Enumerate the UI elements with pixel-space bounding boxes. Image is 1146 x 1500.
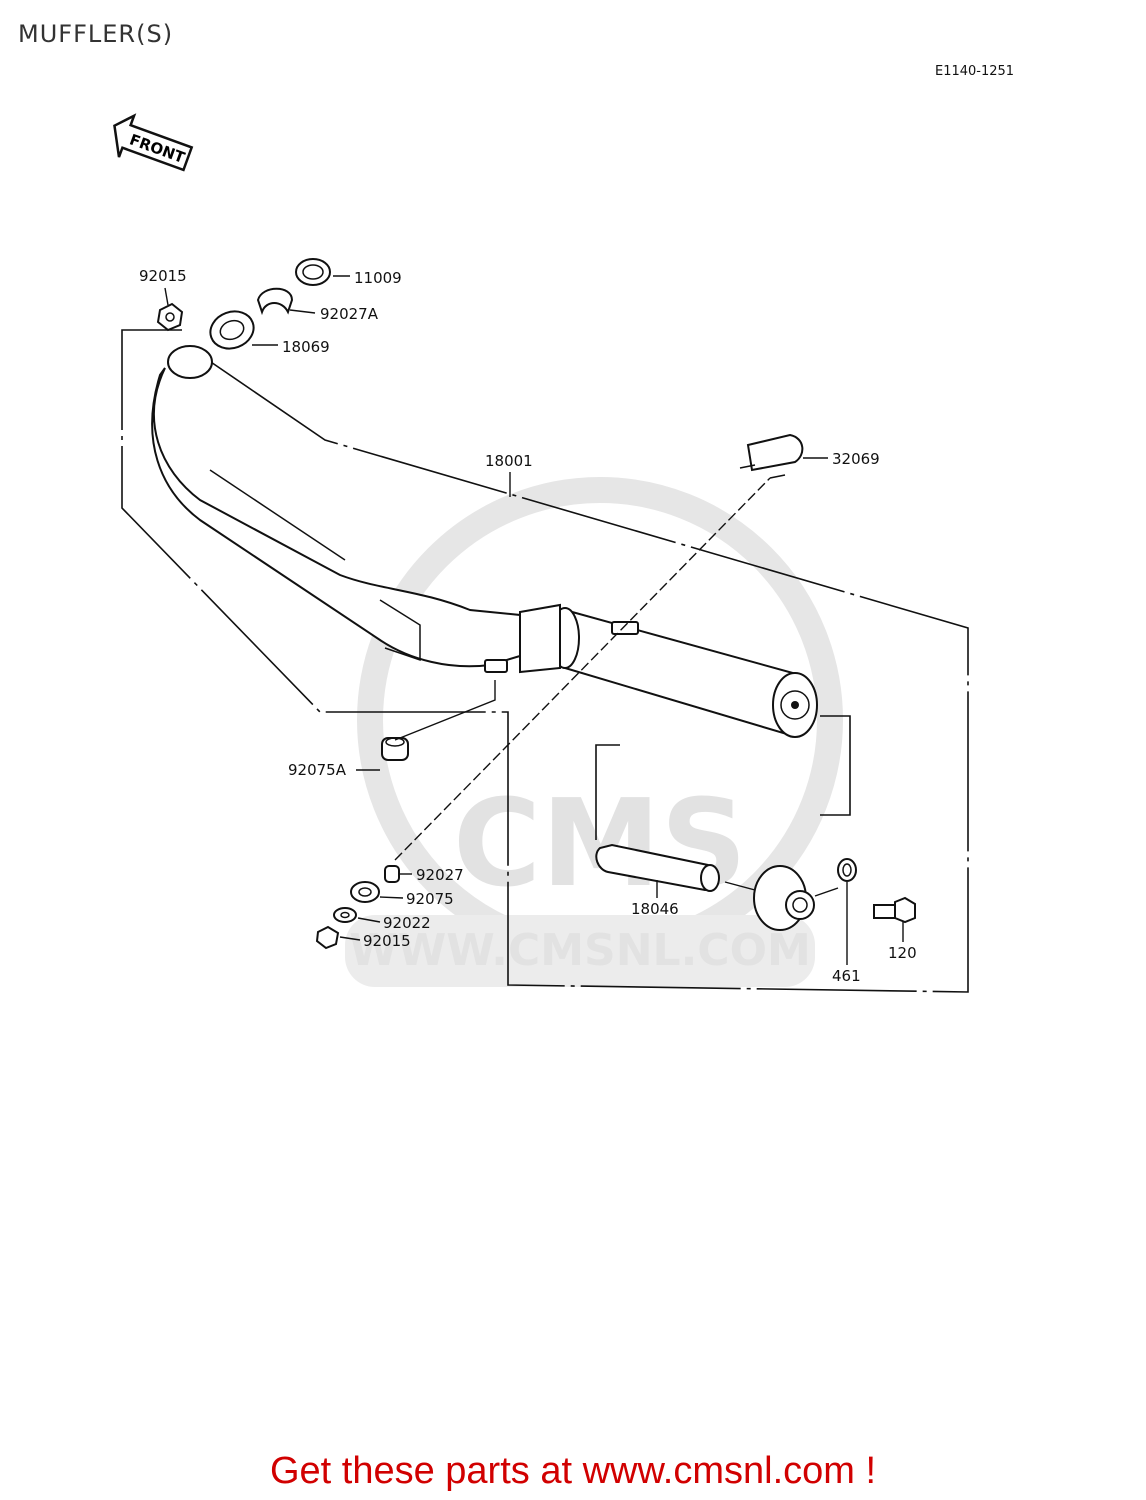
- assembly-frame: [121, 329, 969, 993]
- part-18069-flange-icon: [209, 310, 255, 350]
- part-92027A-collar-icon: [256, 287, 294, 316]
- parts-diagram: CMS WWW.CMSNL.COM FRONT: [113, 113, 969, 993]
- diagram-code: E1140-1251: [935, 64, 1015, 79]
- page-title: MUFFLER(S): [18, 20, 174, 48]
- label-18069: 18069: [282, 338, 330, 356]
- label-120: 120: [888, 944, 917, 962]
- label-461: 461: [832, 967, 861, 985]
- label-92015-top: 92015: [139, 267, 187, 285]
- part-92022-washer-icon: [333, 907, 357, 923]
- watermark-url-text: WWW.CMSNL.COM: [349, 925, 811, 976]
- part-92015-nut-bottom-icon: [315, 925, 340, 950]
- part-120-bolt-icon: [873, 896, 916, 924]
- part-32069-bracket-icon: [739, 433, 804, 479]
- part-92027-collar-icon: [384, 865, 400, 883]
- watermark: CMS WWW.CMSNL.COM: [345, 477, 843, 987]
- part-461-gasket-icon: [837, 858, 857, 882]
- part-92075A-rubber-icon: [381, 737, 409, 761]
- part-11009-gasket-icon: [295, 258, 331, 286]
- label-92075: 92075: [406, 890, 454, 908]
- part-92075-rubber-icon: [350, 881, 380, 903]
- label-18046: 18046: [631, 900, 679, 918]
- part-18046-baffle-icon: [595, 843, 720, 892]
- label-92022: 92022: [383, 914, 431, 932]
- part-labels: 92015 11009 92027A 18069 18001 32069 920…: [139, 267, 917, 985]
- front-arrow-icon: FRONT: [113, 113, 194, 172]
- label-92015-bottom: 92015: [363, 932, 411, 950]
- exhaust-pipe-18001: [151, 345, 818, 738]
- label-92027: 92027: [416, 866, 464, 884]
- footer-parts-link[interactable]: Get these parts at www.cmsnl.com !: [269, 1450, 877, 1492]
- label-32069: 32069: [832, 450, 880, 468]
- part-end-cap-icon: [753, 865, 815, 931]
- leader-lines: [164, 275, 904, 965]
- label-92027A: 92027A: [320, 305, 379, 323]
- label-11009: 11009: [354, 269, 402, 287]
- label-18001: 18001: [485, 452, 533, 470]
- watermark-logo-text: CMS: [453, 775, 747, 914]
- part-92015-nut-top-icon: [156, 302, 184, 332]
- label-92075A: 92075A: [288, 761, 347, 779]
